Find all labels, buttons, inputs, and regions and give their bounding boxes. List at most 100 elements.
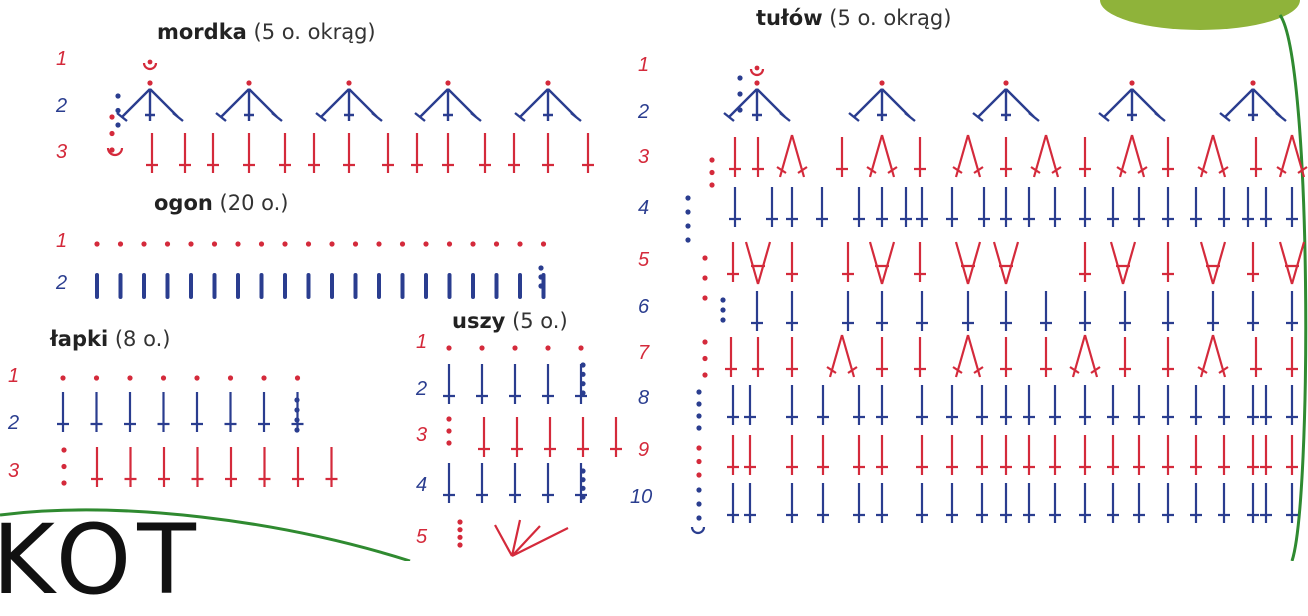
increase-stitch xyxy=(1197,334,1229,378)
row-number: 10 xyxy=(630,486,653,508)
single-crochet-stitch xyxy=(1286,291,1298,331)
row-number: 3 xyxy=(56,141,68,163)
single-crochet-stitch xyxy=(900,187,912,227)
chain-stitch xyxy=(580,371,586,377)
chain-stitch xyxy=(709,182,715,188)
single-crochet-stitch xyxy=(479,133,491,173)
single-crochet-stitch xyxy=(976,435,988,475)
title-lapki-note: (8 o.) xyxy=(114,327,171,351)
increase-stitch xyxy=(414,88,482,122)
chain-stitch xyxy=(879,80,885,86)
chain-stitch xyxy=(227,375,234,381)
row-number: 5 xyxy=(638,249,650,271)
chain-stitch xyxy=(696,413,702,419)
chain-stitch xyxy=(147,80,153,86)
single-crochet-stitch xyxy=(1218,483,1230,523)
single-crochet-stitch xyxy=(158,447,170,487)
single-crochet-stitch xyxy=(476,364,488,404)
single-crochet-stitch xyxy=(976,483,988,523)
title-tulow: tułów (5 o. okrąg) xyxy=(756,6,951,30)
single-crochet-stitch xyxy=(1207,291,1219,331)
chain-stitch xyxy=(109,114,115,120)
single-crochet-stitch xyxy=(1286,385,1298,425)
chain-stitch xyxy=(685,209,691,215)
single-crochet-stitch xyxy=(1133,435,1145,475)
single-crochet-stitch xyxy=(542,133,554,173)
single-crochet-stitch xyxy=(1247,385,1259,425)
single-crochet-stitch xyxy=(752,137,764,177)
row-number: 1 xyxy=(638,54,650,76)
row-number: 4 xyxy=(638,197,650,219)
single-crochet-stitch xyxy=(179,133,191,173)
chain-stitch xyxy=(188,241,194,247)
single-crochet-stitch xyxy=(124,447,137,487)
chain-stitch xyxy=(1250,80,1256,86)
single-crochet-stitch xyxy=(1119,337,1131,377)
single-crochet-stitch xyxy=(1000,385,1012,425)
single-crochet-stitch xyxy=(1247,242,1259,282)
increase-stitch xyxy=(776,134,808,178)
single-crochet-stitch xyxy=(1023,435,1035,475)
title-mordka: mordka (5 o. okrąg) xyxy=(157,20,376,44)
single-crochet-stitch xyxy=(577,417,589,457)
decrease-stitch xyxy=(744,241,772,285)
single-crochet-stitch xyxy=(1162,483,1174,523)
single-crochet-stitch xyxy=(90,392,103,432)
single-crochet-stitch xyxy=(1162,187,1174,227)
row-number: 9 xyxy=(638,439,650,461)
single-crochet-stitch xyxy=(1286,187,1298,227)
chain-stitch xyxy=(457,534,463,540)
increase-stitch xyxy=(514,88,582,122)
decrease-stitch xyxy=(868,241,896,285)
single-crochet-stitch xyxy=(751,291,763,331)
chain-stitch xyxy=(470,241,476,247)
crochet-chart-canvas xyxy=(0,0,1308,561)
single-crochet-stitch xyxy=(946,187,958,227)
single-crochet-stitch xyxy=(476,463,488,503)
single-crochet-stitch xyxy=(1162,385,1174,425)
chain-stitch xyxy=(702,295,708,301)
chain-stitch xyxy=(147,59,153,65)
single-crochet-stitch xyxy=(325,447,338,487)
chain-stitch xyxy=(294,427,300,433)
chain-stitch xyxy=(545,345,551,351)
chain-stitch xyxy=(696,425,702,431)
single-crochet-stitch xyxy=(1079,291,1091,331)
title-uszy: uszy (5 o.) xyxy=(452,309,568,333)
single-crochet-stitch xyxy=(1119,291,1131,331)
increase-stitch xyxy=(494,519,569,557)
slip-stitch xyxy=(749,68,765,77)
single-crochet-stitch xyxy=(876,435,888,475)
increase-stitch xyxy=(848,88,916,122)
chain-stitch xyxy=(580,477,586,483)
row-number: 5 xyxy=(416,526,428,548)
single-crochet-stitch xyxy=(308,133,320,173)
chain-stitch xyxy=(580,485,586,491)
single-crochet-stitch xyxy=(786,242,798,282)
decrease-stitch xyxy=(1109,241,1137,285)
row-number: 2 xyxy=(56,272,68,294)
row-number: 2 xyxy=(416,378,428,400)
single-crochet-stitch xyxy=(1162,137,1174,177)
single-crochet-stitch xyxy=(610,417,622,457)
row-number: 1 xyxy=(56,230,68,252)
increase-stitch xyxy=(315,88,383,122)
single-crochet-stitch xyxy=(207,133,219,173)
single-crochet-stitch xyxy=(1049,385,1061,425)
single-crochet-stitch xyxy=(817,435,829,475)
chain-stitch xyxy=(696,389,702,395)
single-crochet-stitch xyxy=(544,417,556,457)
single-crochet-stitch xyxy=(1286,435,1298,475)
single-crochet-stitch xyxy=(157,392,170,432)
single-crochet-stitch xyxy=(914,137,926,177)
single-crochet-stitch xyxy=(1079,137,1091,177)
chain-stitch xyxy=(446,440,452,446)
single-crochet-stitch xyxy=(1260,385,1272,425)
chain-stitch xyxy=(352,241,359,247)
single-crochet-stitch xyxy=(1079,435,1091,475)
green-border-right xyxy=(1278,14,1308,561)
chain-stitch xyxy=(141,241,147,247)
chain-stitch xyxy=(696,515,702,521)
single-crochet-stitch xyxy=(816,187,828,227)
single-crochet-stitch xyxy=(1079,385,1091,425)
